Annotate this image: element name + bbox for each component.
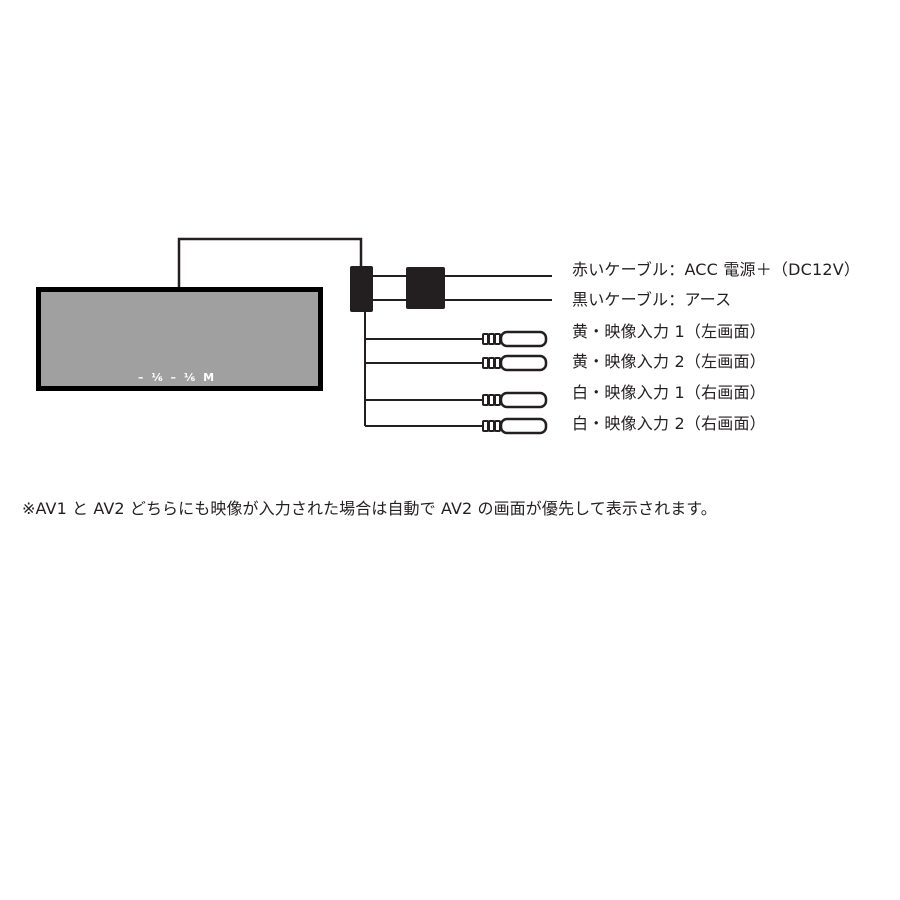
label-black-cable: 黒いケーブル：アース <box>572 290 732 309</box>
rca-connector-white-av2 <box>482 417 548 435</box>
label-white-av1: 白・映像入力 1（右画面） <box>572 383 766 402</box>
rca-connector-white-av1 <box>482 391 548 409</box>
mirror-monitor-screen <box>41 292 318 386</box>
label-white-av2: 白・映像入力 2（右画面） <box>572 414 766 433</box>
main-cable <box>177 237 363 287</box>
screen-readout: – ⅙ – ⅙ M <box>138 371 216 384</box>
label-yellow-av2: 黄・映像入力 2（左画面） <box>572 352 766 371</box>
fuse-holder <box>406 267 445 309</box>
label-yellow-av1: 黄・映像入力 1（左画面） <box>572 322 766 341</box>
label-red-cable: 赤いケーブル：ACC 電源＋（DC12V） <box>572 260 861 279</box>
priority-note: ※AV1 と AV2 どちらにも映像が入力された場合は自動で AV2 の画面が優… <box>22 499 717 518</box>
junction-block <box>350 266 373 312</box>
rca-connector-yellow-av1 <box>482 330 548 348</box>
rca-connector-yellow-av2 <box>482 354 548 372</box>
